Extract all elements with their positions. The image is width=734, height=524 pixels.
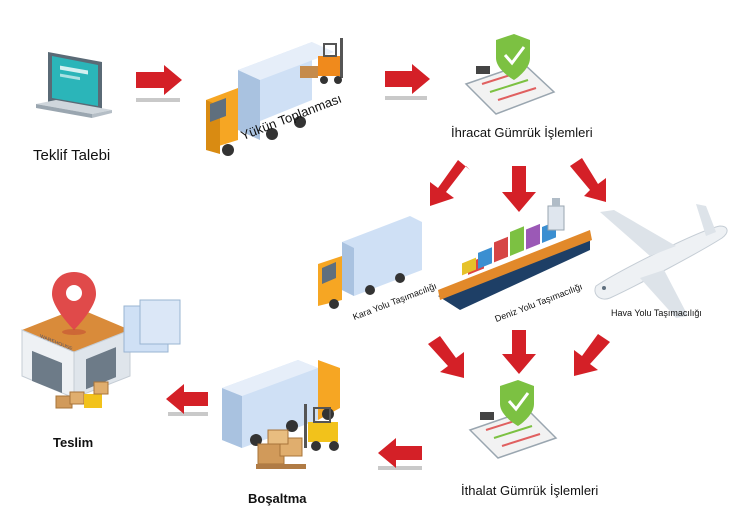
customs-shield-icon-import [468,380,558,459]
truck-icon-road [318,216,422,309]
label-hava-yolu: Hava Yolu Taşımacılığı [611,308,702,318]
label-ithalat: İthalat Gümrük İşlemleri [461,483,599,498]
airplane-icon [594,204,728,318]
label-ihracat: İhracat Gümrük İşlemleri [451,125,593,140]
forklift-icon-top [300,38,343,84]
warehouse-icon [21,299,181,409]
forklift-icon-bottom [304,404,339,451]
label-teklif-talebi: Teklif Talebi [33,147,111,164]
arrow-to-deliver [166,384,208,416]
location-pin-icon [52,272,96,335]
truck-icon-bottom [222,360,340,448]
truck-icon-top [206,42,334,156]
label-bosaltma: Boşaltma [248,491,307,506]
arrow-to-sea [502,166,536,212]
boxes-icon-unload [256,429,306,469]
label-teslim: Teslim [53,435,94,450]
boxes-icon-warehouse [55,381,109,409]
arrow-from-air [574,334,610,376]
customs-shield-icon-export [464,34,556,115]
arrow-to-air [570,158,606,202]
arrow-from-road [428,336,464,378]
laptop-icon [36,52,112,118]
arrow-1 [136,65,182,102]
container-ship-icon [438,198,592,310]
arrow-to-unload [378,438,422,470]
arrow-2 [385,64,430,100]
arrow-from-sea [502,330,536,374]
arrow-to-road [430,160,470,206]
